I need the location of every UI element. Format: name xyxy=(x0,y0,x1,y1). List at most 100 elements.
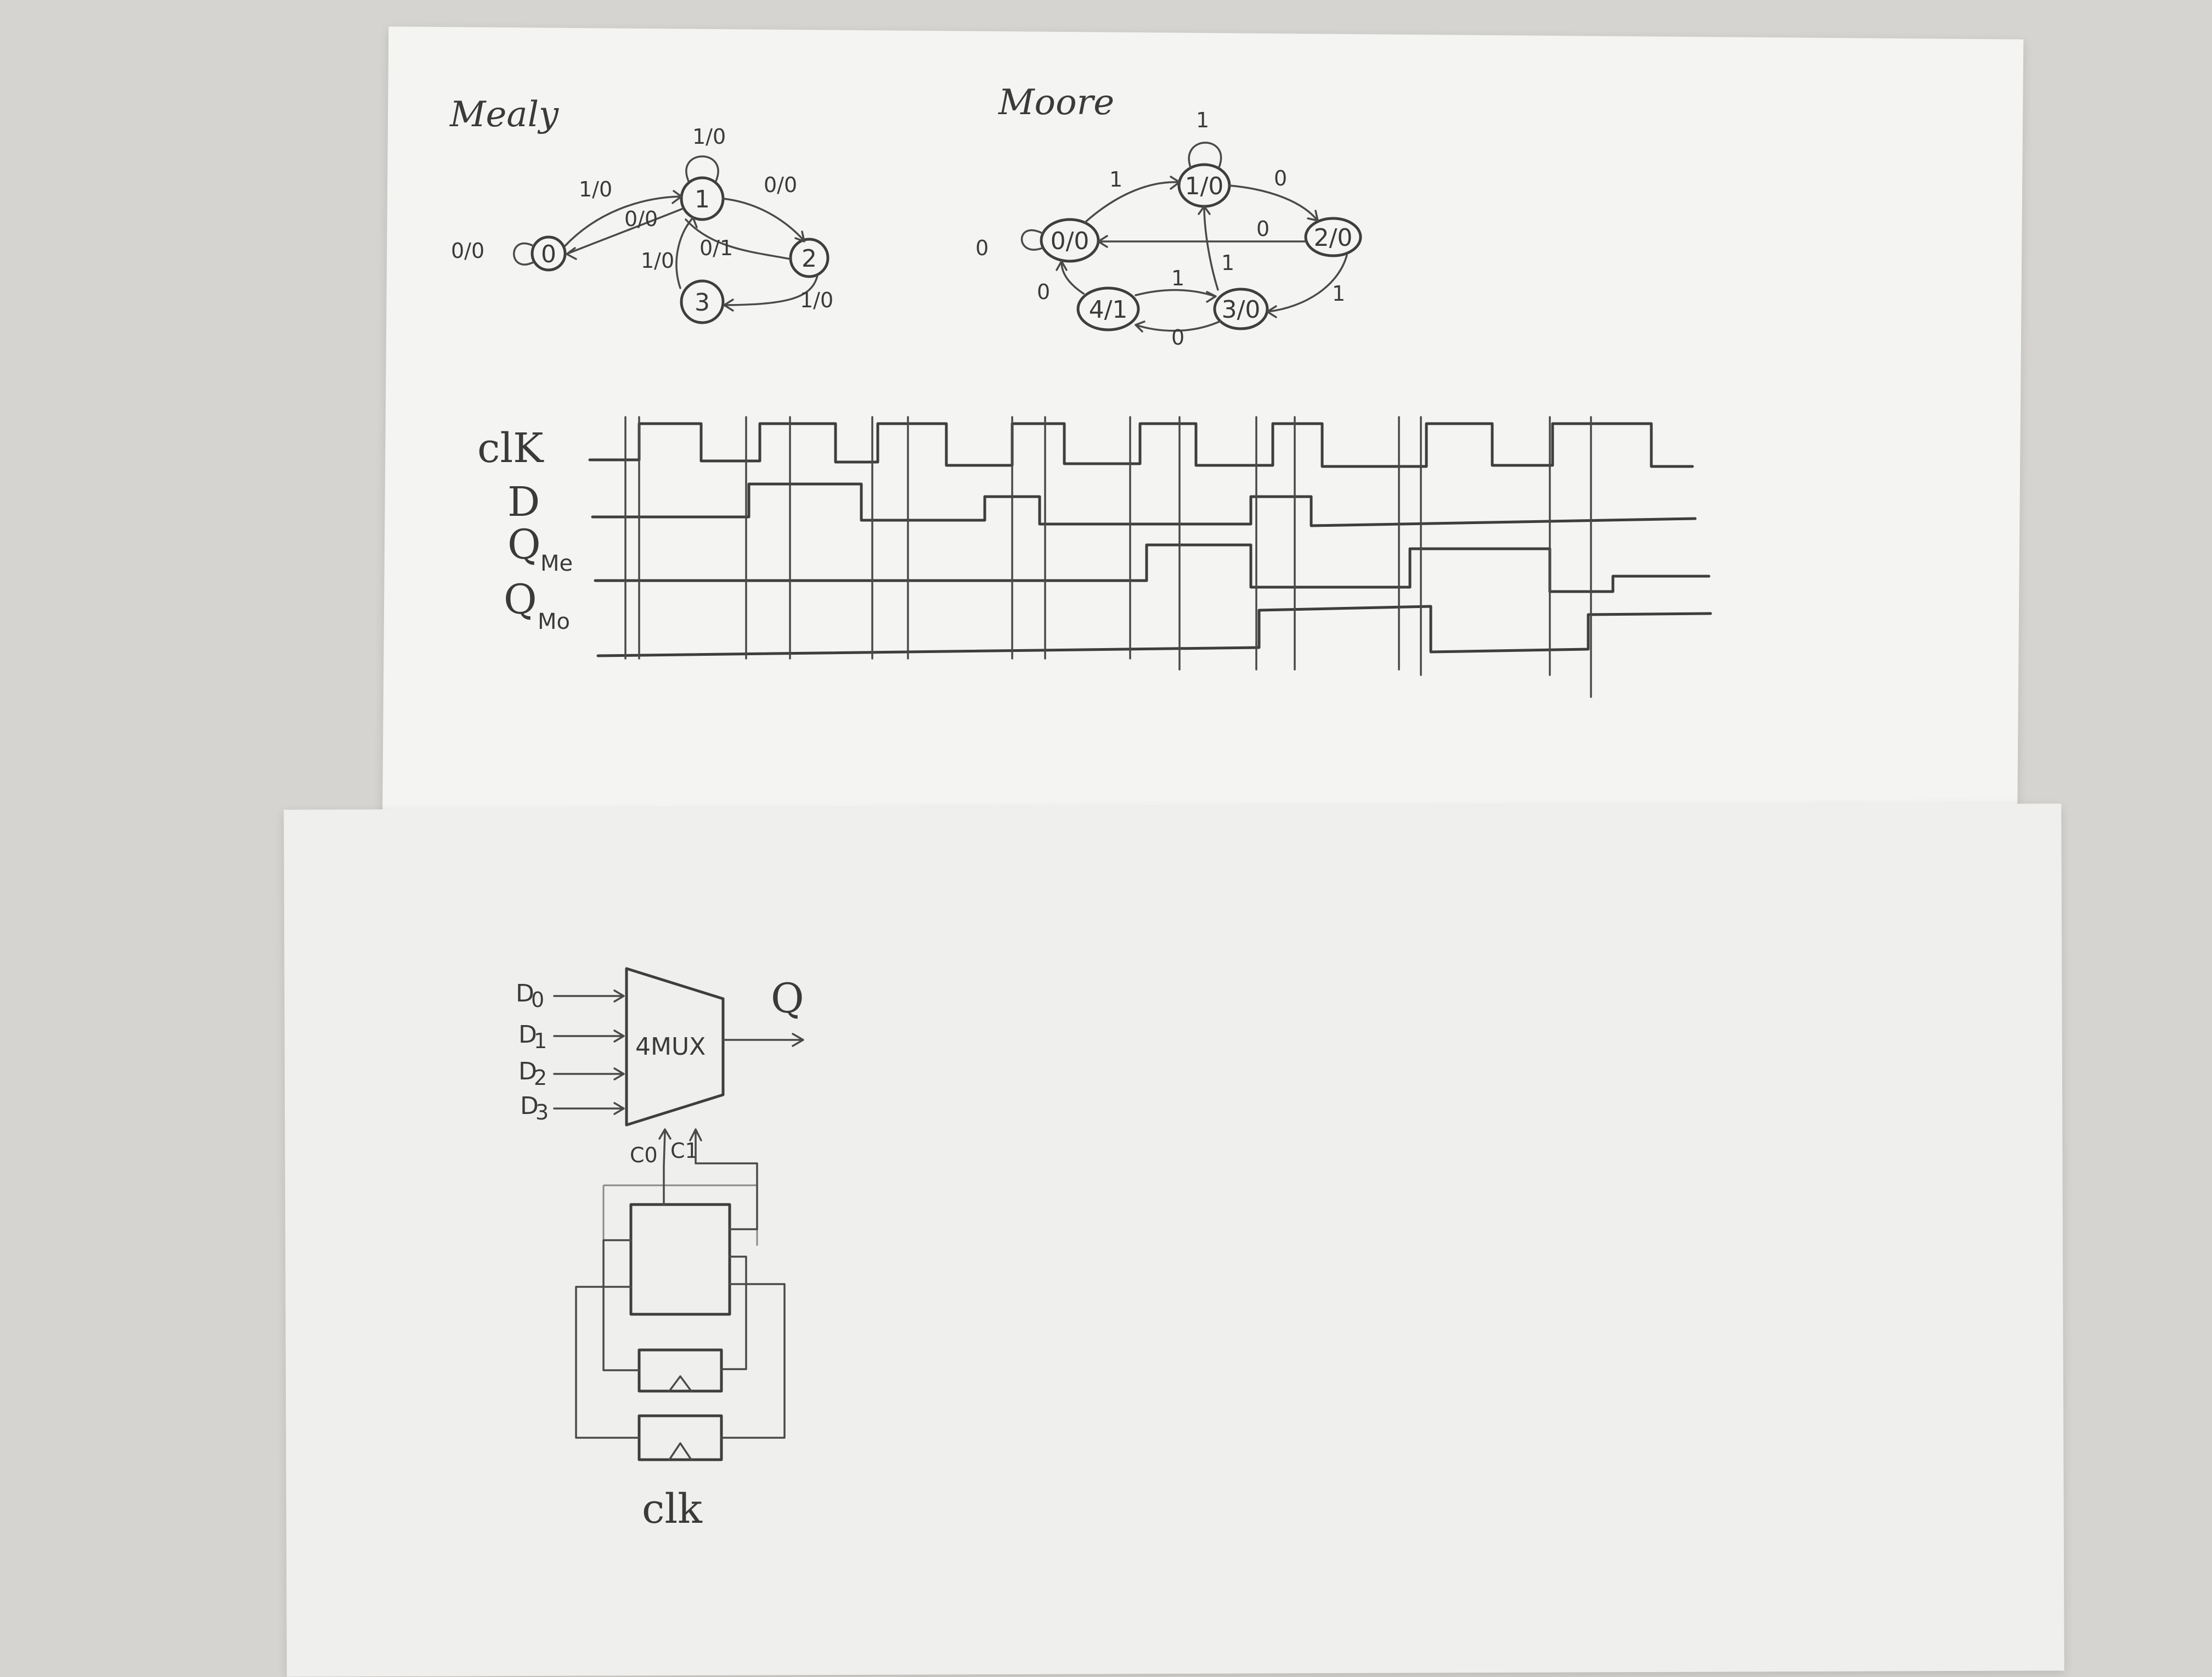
moore-arrow-0-1 xyxy=(1084,176,1181,223)
mealy-label-1-2: 0/0 xyxy=(764,173,797,197)
mealy-arrow-3-1 xyxy=(675,216,698,289)
moore-state-0-label: 0/0 xyxy=(1051,227,1090,255)
mealy-label-0-1: 1/0 xyxy=(579,177,612,201)
moore-arrow-2-3 xyxy=(1266,254,1348,318)
moore-arrow-4-3 xyxy=(1135,289,1217,303)
moore-state-3 xyxy=(1213,288,1269,330)
mealy-diagram: Mealy 0 1 2 3 0/0 1/0 1/0 0/0 0/0 0/1 1/… xyxy=(449,94,833,324)
mealy-arrow-1-2 xyxy=(722,198,805,243)
input-arrow-d0 xyxy=(553,989,625,1003)
mux-label: 4MUX xyxy=(635,1033,706,1061)
moore-label-2-3: 1 xyxy=(1332,282,1345,306)
input-label-d1-sub: 1 xyxy=(534,1029,547,1053)
select-label-c1: C1 xyxy=(670,1139,698,1163)
input-arrow-d3 xyxy=(553,1102,625,1115)
moore-arrow-3-4 xyxy=(1135,320,1222,333)
mealy-label-3-1: 1/0 xyxy=(641,249,674,273)
next-state-logic-block xyxy=(629,1203,731,1316)
mealy-label-1-0: 0/0 xyxy=(624,207,658,231)
moore-state-3-label: 3/0 xyxy=(1222,296,1261,324)
moore-state-4-label: 4/1 xyxy=(1089,296,1128,324)
moore-state-1-label: 1/0 xyxy=(1185,172,1224,200)
mealy-label-2-3: 1/0 xyxy=(800,288,833,312)
moore-state-4 xyxy=(1076,286,1140,331)
moore-label-1-2: 0 xyxy=(1274,166,1287,190)
moore-label-2-0: 0 xyxy=(1256,217,1269,241)
mealy-label-self-1: 1/0 xyxy=(692,125,726,149)
mealy-state-3 xyxy=(680,279,725,324)
clk-waveform xyxy=(588,422,1694,468)
moore-label-self-1: 1 xyxy=(1196,108,1209,132)
output-label-q: Q xyxy=(771,975,804,1022)
moore-state-2 xyxy=(1304,217,1362,257)
input-label-d3-sub: 3 xyxy=(535,1100,549,1124)
logic-to-ff2-wire xyxy=(575,1286,640,1439)
timing-diagram: clK D Q Me Q Mo xyxy=(477,416,1712,698)
signal-label-qme: Q xyxy=(507,521,541,569)
moore-label-4-3: 1 xyxy=(1171,266,1184,290)
select-wire-c1 xyxy=(689,1128,758,1230)
select-wire-c0 xyxy=(658,1128,672,1206)
moore-arrow-3-1 xyxy=(1198,205,1219,291)
signal-label-qme-sub: Me xyxy=(540,551,573,576)
signal-label-clk: clK xyxy=(477,425,544,472)
circuit-diagram: D 0 D 1 D 2 D 3 4MUX Q C0 C1 xyxy=(516,967,804,1533)
output-arrow-q xyxy=(722,1033,804,1047)
input-arrow-d2 xyxy=(553,1067,625,1081)
input-arrow-d1 xyxy=(553,1029,625,1043)
moore-state-2-label: 2/0 xyxy=(1314,224,1353,252)
moore-label-0-1: 1 xyxy=(1109,167,1122,192)
flip-flop-2 xyxy=(637,1414,723,1461)
flip-flop-2-clock-icon xyxy=(668,1442,692,1461)
mealy-state-2-label: 2 xyxy=(802,245,817,273)
input-label-d2: D xyxy=(518,1057,537,1085)
d-waveform xyxy=(591,482,1697,527)
mealy-state-0 xyxy=(531,235,567,272)
input-label-d2-sub: 2 xyxy=(534,1066,547,1090)
flip-flop-1 xyxy=(637,1348,723,1393)
select-label-c0: C0 xyxy=(630,1143,658,1167)
logic-to-ff1-wire xyxy=(602,1239,640,1371)
moore-arrow-2-0 xyxy=(1097,235,1307,248)
moore-diagram: Moore 0/0 1/0 2/0 3/0 4/1 0 1 1 0 xyxy=(975,82,1362,350)
input-label-d1: D xyxy=(518,1021,537,1049)
mealy-label-self-0: 0/0 xyxy=(451,239,484,263)
mux-body xyxy=(625,967,725,1127)
moore-title: Moore xyxy=(998,82,1114,123)
mealy-state-1-label: 1 xyxy=(695,185,710,213)
moore-label-3-4: 0 xyxy=(1171,325,1184,350)
mealy-self-loop-0 xyxy=(513,242,534,266)
mealy-state-3-label: 3 xyxy=(695,289,710,317)
ff2-to-logic-wire xyxy=(720,1283,786,1439)
signal-label-qmo-sub: Mo xyxy=(538,609,570,634)
mealy-arrow-0-1 xyxy=(564,190,682,247)
mealy-self-loop-1 xyxy=(685,155,719,182)
flip-flop-1-clock-icon xyxy=(668,1375,692,1392)
signal-label-qmo: Q xyxy=(504,576,537,623)
mealy-arrow-1-0 xyxy=(566,207,684,260)
mealy-state-0-label: 0 xyxy=(541,240,556,268)
ff1-to-logic-wire xyxy=(720,1256,747,1370)
timing-gridlines xyxy=(624,416,1592,698)
mealy-label-2-1: 0/1 xyxy=(699,236,733,260)
input-label-d3: D xyxy=(520,1092,539,1120)
mealy-arrow-2-3 xyxy=(723,274,819,312)
clock-label: clk xyxy=(642,1485,703,1533)
mealy-arrow-2-1 xyxy=(685,218,791,260)
moore-self-loop-0 xyxy=(1020,229,1043,251)
input-label-d0-sub: 0 xyxy=(531,988,544,1012)
moore-arrow-4-0 xyxy=(1056,260,1085,295)
moore-self-loop-1 xyxy=(1188,142,1222,168)
mealy-state-2 xyxy=(789,238,830,278)
moore-label-self-0: 0 xyxy=(975,236,989,260)
mealy-title: Mealy xyxy=(449,94,559,135)
qmo-waveform xyxy=(596,605,1712,657)
moore-label-4-0: 0 xyxy=(1037,280,1050,304)
signal-label-d: D xyxy=(507,479,540,526)
qme-waveform xyxy=(594,543,1711,593)
moore-arrow-1-2 xyxy=(1228,184,1319,222)
moore-label-3-1: 1 xyxy=(1221,251,1234,275)
input-label-d0: D xyxy=(516,980,534,1008)
